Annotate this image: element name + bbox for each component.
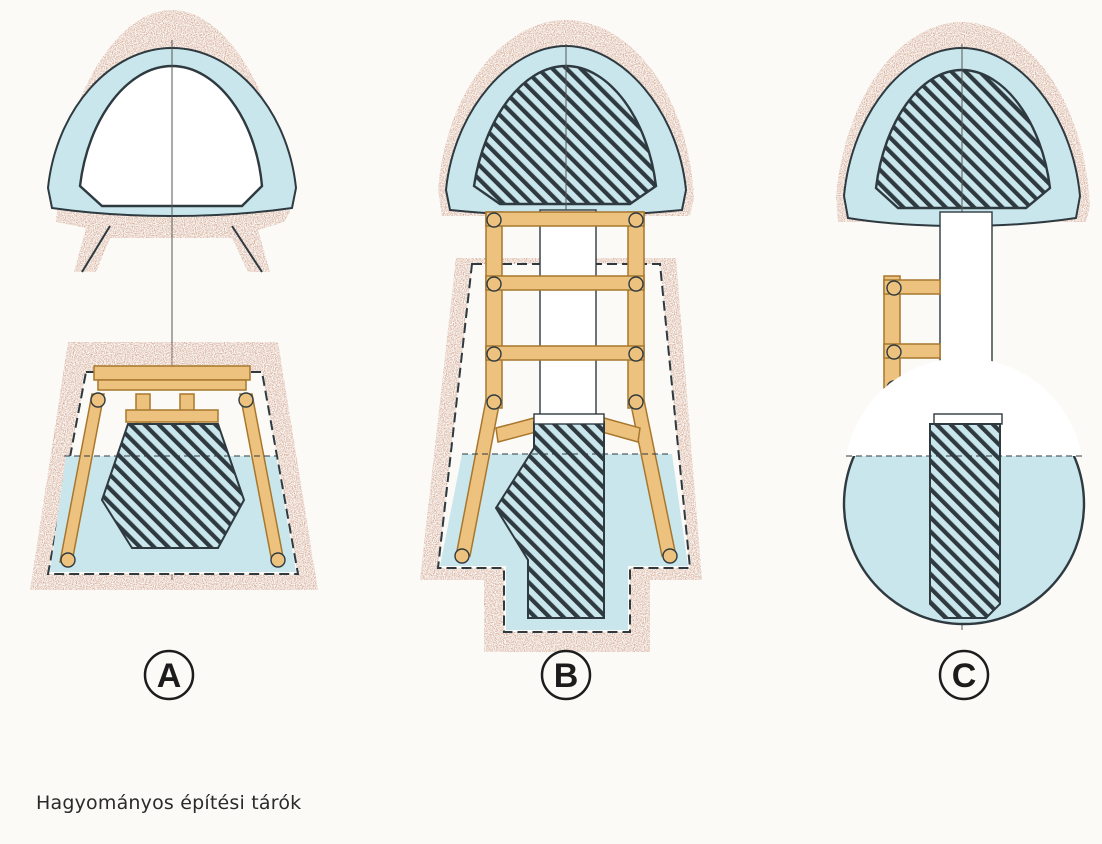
- panel-b-hatched-crown: [472, 64, 658, 206]
- panel-b-pier-cap: [533, 413, 605, 425]
- panel-a-bolts: [60, 392, 286, 568]
- panel-a: [30, 10, 318, 590]
- label-c-text: C: [952, 657, 977, 695]
- panel-a-arch-void: [78, 64, 264, 208]
- panel-b-hatched-pier: [494, 421, 605, 619]
- label-b-ring: [540, 649, 592, 701]
- label-b: B: [540, 649, 592, 701]
- panel-b: [420, 20, 702, 652]
- label-a: A: [143, 649, 195, 701]
- panel-a-hatched-block: [100, 423, 246, 549]
- panel-a-leg-right: [231, 225, 263, 273]
- panel-c: [836, 22, 1090, 630]
- label-c: C: [938, 649, 990, 701]
- figure-caption: Hagyományos építési tárók: [36, 792, 302, 814]
- panel-a-leg-left: [81, 225, 111, 273]
- label-b-text: B: [554, 657, 579, 695]
- label-c-ring: [938, 649, 990, 701]
- panel-b-bolts: [454, 212, 678, 564]
- panel-c-hatched-crown: [874, 68, 1052, 210]
- panel-b-column: [539, 209, 597, 423]
- label-a-ring: [143, 649, 195, 701]
- panel-c-pier-cap: [933, 413, 1003, 425]
- panel-c-hatched-pier: [929, 423, 1001, 619]
- label-a-text: A: [157, 657, 182, 695]
- panel-c-caisson-air: [846, 357, 1082, 456]
